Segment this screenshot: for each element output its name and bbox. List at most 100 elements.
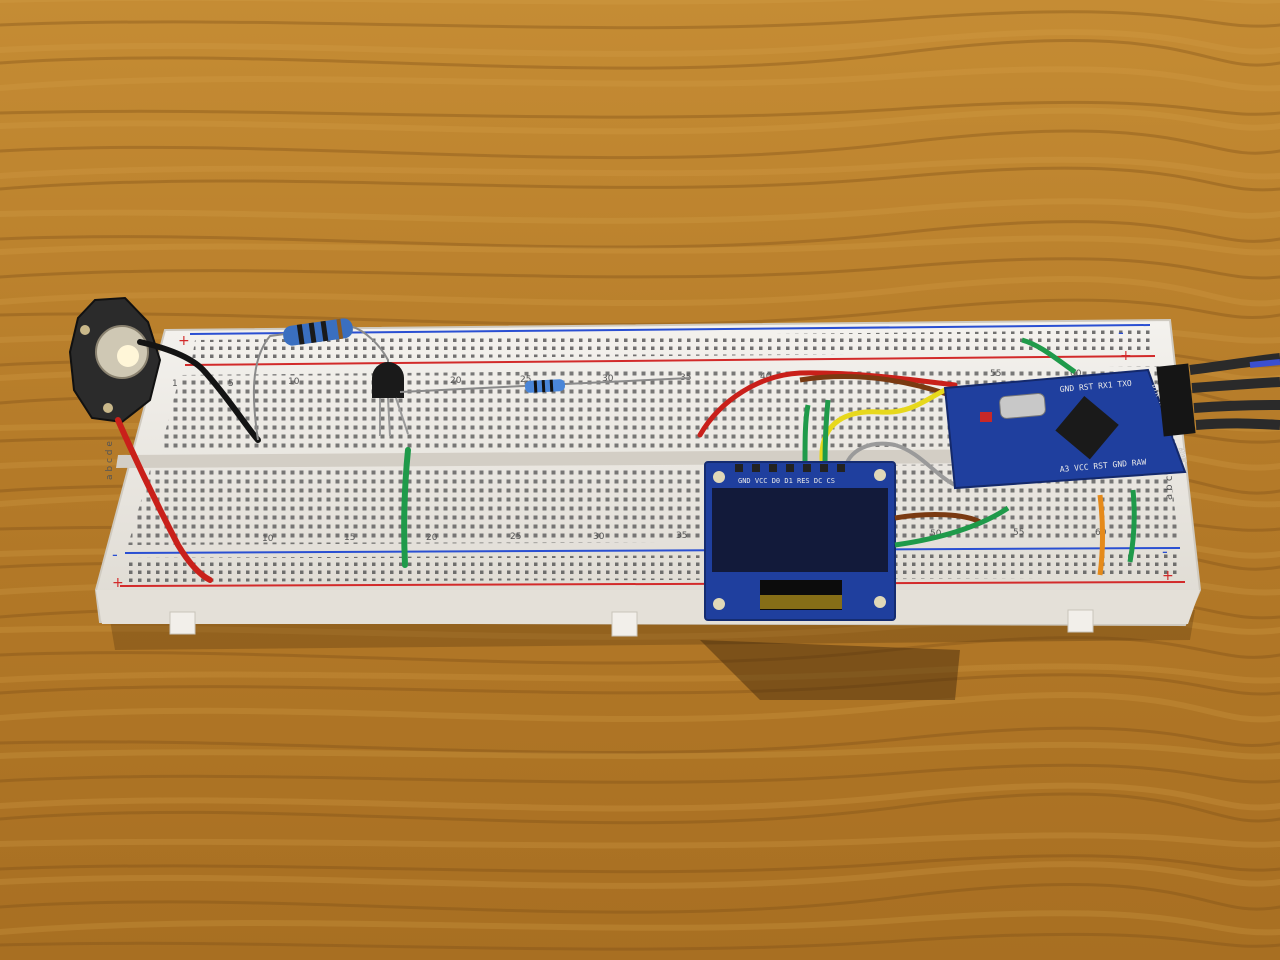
- wood-grain-line: [0, 29, 1280, 57]
- wood-grain-line: [0, 673, 1280, 696]
- wood-grain-line: [0, 39, 1280, 70]
- col-num: 60: [1070, 369, 1082, 379]
- col-num: 35: [676, 531, 687, 541]
- led-emitter: [117, 345, 139, 367]
- col-num: 30: [593, 532, 605, 542]
- wood-grain-line: [0, 910, 1280, 936]
- resistor-lead-left: [252, 333, 286, 441]
- wood-grain-line: [0, 198, 1280, 224]
- wood-grain-line: [0, 614, 1280, 640]
- wood-grain-line: [0, 100, 1280, 119]
- led-pad: [103, 403, 113, 413]
- wood-grain-line: [0, 276, 1280, 307]
- top-right-plus-label: +: [1120, 348, 1132, 364]
- green-jumper-wire: [401, 447, 411, 568]
- col-num: 55: [1013, 528, 1024, 538]
- wood-grain-line: [0, 166, 1280, 192]
- reset-button: [980, 412, 992, 422]
- col-num: 15: [344, 533, 355, 543]
- green-oled-wire: [822, 399, 831, 466]
- wood-grain-line: [0, 663, 1280, 684]
- oled-shadow: [700, 640, 960, 700]
- col-num: 10: [288, 377, 300, 387]
- wood-grain-line: [0, 741, 1280, 760]
- bottom-rail-red-line: [119, 581, 1186, 587]
- microcontroller-chip: [1055, 396, 1119, 460]
- crystal: [999, 393, 1046, 419]
- col-num: 25: [510, 532, 521, 542]
- wood-grain-line: [0, 854, 1280, 874]
- wood-grain-line: [0, 692, 1280, 723]
- wood-grain-line: [0, 129, 1280, 160]
- col-num: 25: [520, 375, 531, 385]
- wood-grain-line: [0, 107, 1280, 135]
- wood-grain-line: [0, 636, 1280, 665]
- col-num: 55: [990, 369, 1001, 379]
- wood-grain-line: [0, 932, 1280, 951]
- col-num: 10: [262, 534, 274, 544]
- resistor-icon: [283, 318, 353, 346]
- bottom-left-minus-label: -: [112, 545, 118, 564]
- col-num: 30: [602, 374, 614, 384]
- wood-grain-line: [0, 861, 1280, 889]
- col-num: 20: [426, 533, 438, 543]
- resistor-icon: [524, 379, 566, 393]
- wood-grain-line: [0, 257, 1280, 280]
- wood-grain-line: [0, 832, 1280, 849]
- led-pad: [80, 325, 90, 335]
- wood-grain-line: [0, 792, 1280, 825]
- led-black-wire: [137, 339, 261, 443]
- wood-grain-line: [0, 10, 1280, 30]
- col-num: 50: [930, 529, 942, 539]
- green-wire: [894, 505, 1010, 548]
- left-row-letters: a b c d e: [105, 441, 115, 480]
- red-jumper-wire: [697, 370, 958, 438]
- bottom-terminal-holes: [128, 463, 1178, 545]
- wood-grain-line: [0, 726, 1280, 754]
- wood-grain-line: [0, 220, 1280, 249]
- top-rail-red-line: [184, 355, 1156, 366]
- green-top-wire: [1021, 337, 1077, 375]
- wood-grain-line: [0, 66, 1280, 92]
- wood-grain-line: [0, 156, 1280, 180]
- board-foot: [169, 611, 196, 635]
- resistor-lead-right: [349, 325, 389, 380]
- led-star-icon: [68, 296, 162, 424]
- green-oled-wire: [802, 404, 811, 466]
- bottom-right-minus-label: -: [1162, 542, 1168, 561]
- center-channel: [116, 448, 1187, 468]
- gray-jumper-wire: [843, 441, 956, 487]
- bottom-right-plus-label: +: [1162, 568, 1174, 584]
- arduino-board-icon: GND RST RX1 TXO A3 VCC RST GND RAW DTR T…: [943, 368, 1188, 490]
- top-left-plus-label: +: [178, 333, 190, 349]
- right-row-letters: a b c: [1164, 476, 1175, 500]
- wood-grain-line: [0, 298, 1280, 326]
- top-rail-holes: [192, 330, 1152, 360]
- board-foot: [611, 611, 638, 637]
- breadboard-front-edge: [96, 590, 1200, 624]
- wood-grain-line: [0, 782, 1280, 812]
- bottom-left-plus-label: +: [112, 575, 124, 591]
- transistor-icon: [372, 362, 409, 437]
- wood-grain-line: [0, 763, 1280, 784]
- bottom-rail-blue-line: [124, 547, 1181, 554]
- green-jumper-wire: [1127, 489, 1137, 563]
- wood-grain-line: [0, 235, 1280, 256]
- led-red-wire: [115, 417, 213, 583]
- col-num: 40: [760, 372, 772, 382]
- brown-jumper-wire: [799, 374, 951, 398]
- board-foot: [1067, 609, 1094, 633]
- brown-wire: [894, 512, 982, 525]
- col-num: 1: [172, 379, 178, 389]
- oled-pin-labels: GND VCC D0 D1 RES DC CS: [738, 477, 835, 485]
- orange-jumper-wire: [1097, 494, 1106, 576]
- wood-grain-line: [0, 883, 1280, 914]
- col-num: 20: [450, 376, 462, 386]
- bottom-rail-holes: [125, 553, 1182, 582]
- oled-screen: [712, 488, 888, 572]
- top-right-minus-label: -: [1118, 323, 1124, 342]
- col-num: 5: [228, 379, 234, 389]
- oled-module-icon: GND VCC D0 D1 RES DC CS: [704, 461, 896, 621]
